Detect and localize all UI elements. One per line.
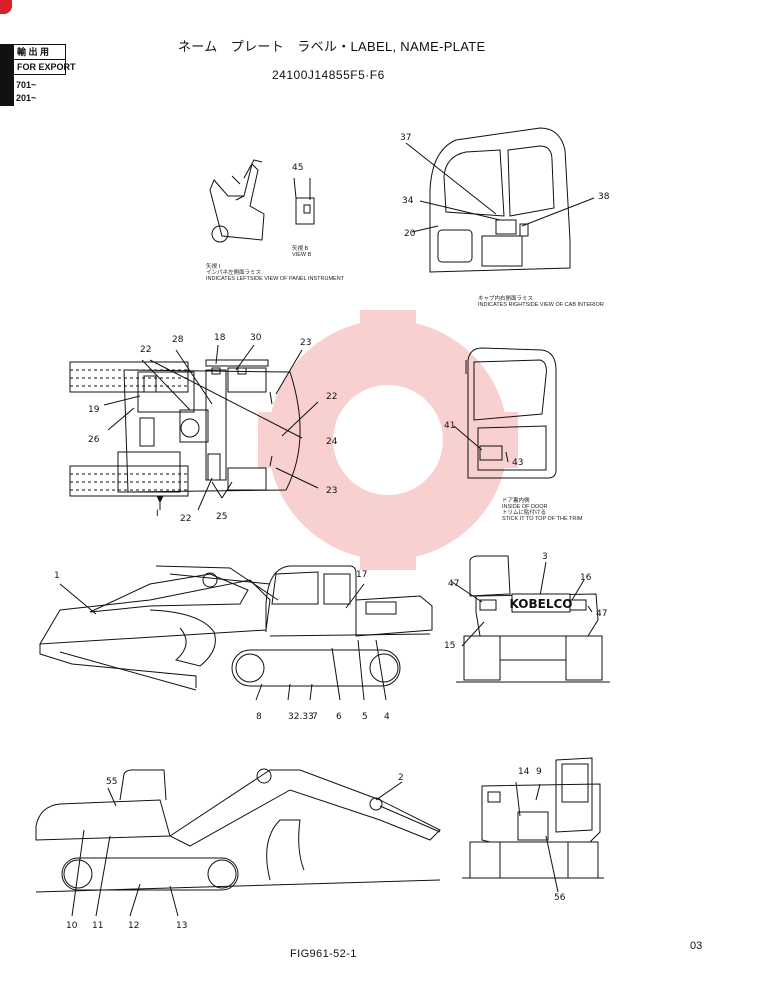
brand-plates: KOBELCO (510, 593, 573, 613)
caption-panel-view: 矢視 I インパネ左側面ラミス INDICATES LEFTSIDE VIEW … (206, 264, 344, 282)
callout-side_left-7: 4 (384, 712, 390, 722)
callout-door-0: 41 (444, 421, 455, 431)
callout-cab-3: 38 (598, 192, 610, 202)
callout-plan-3: 22 (140, 345, 151, 355)
cab-interior-view (405, 127, 595, 273)
callout-side_left-1: 17 (356, 570, 367, 580)
stamp-line-4: 201~ (16, 93, 37, 103)
callout-side_right-2: 10 (66, 921, 78, 931)
side-view-left (39, 565, 433, 701)
caption-door-line-3: トリムに貼付ける (502, 510, 547, 516)
plan-view (69, 344, 319, 511)
panel-instrument-view (209, 159, 315, 243)
caption-door-line-2: INSIDE OF DOOR (502, 504, 548, 510)
callout-plan-7: 22 (326, 392, 337, 402)
callout-door-1: 43 (512, 458, 523, 468)
rear-brand-plate (511, 593, 571, 613)
door-inside-view (453, 347, 557, 479)
stamp-line-1: 輸 出 用 (17, 47, 50, 57)
rear-view (451, 555, 610, 683)
stamp-line-3: 701~ (16, 80, 37, 90)
front-view (462, 757, 604, 893)
caption-cab-interior: キャブ内右側面ラミス INDICATES RIGHTSIDE VIEW OF C… (478, 296, 604, 308)
caption-door-line-4: STICK IT TO TOP OF THE TRIM (502, 516, 583, 522)
callout-plan-6: 26 (88, 435, 100, 445)
stamp-line-2: FOR EXPORT (1, 59, 76, 74)
corner-tab-mark (0, 0, 12, 14)
callout-side_left-0: 1 (54, 571, 60, 581)
figure-number: FIG961-52-1 (290, 948, 357, 960)
callout-side_right-3: 11 (92, 921, 103, 931)
part-code: 24100J14855F5·F6 (272, 68, 385, 82)
callout-plan-10: 22 (180, 514, 191, 524)
callout-side_left-5: 6 (336, 712, 342, 722)
callout-plan-2: 30 (250, 333, 262, 343)
caption-door: ドア裏内側 INSIDE OF DOOR トリムに貼付ける STICK IT T… (502, 498, 582, 522)
callout-rear-2: 16 (580, 573, 592, 583)
callout-plan-5: 19 (88, 405, 100, 415)
callout-side_left-2: 8 (256, 712, 262, 722)
callout-plan-12: I (156, 509, 159, 519)
callout-front-2: 56 (554, 893, 566, 903)
callout-plan-11: 25 (216, 512, 227, 522)
side-view-right (35, 768, 441, 917)
callout-side_right-5: 13 (176, 921, 187, 931)
callout-rear-1: 47 (448, 579, 459, 589)
callout-cab-1: 34 (402, 196, 414, 206)
caption-panel-line-2: インパネ左側面ラミス (206, 270, 262, 276)
caption-door-line-1: ドア裏内側 (502, 498, 530, 504)
callout-side_left-6: 5 (362, 712, 368, 722)
callout-side_right-0: 55 (106, 777, 117, 787)
callout-plan-9: 23 (326, 486, 337, 496)
callout-plan-0: 28 (172, 335, 184, 345)
caption-panel-line-3: INDICATES LEFTSIDE VIEW OF PANEL INSTRUM… (206, 276, 345, 282)
export-stamp: 輸 出 用 FOR EXPORT 701~ 201~ (0, 44, 76, 106)
callout-plan-8: 24 (326, 437, 338, 447)
callout-side_left-4: 7 (312, 712, 318, 722)
callout-cab-2: 20 (404, 229, 416, 239)
caption-view-b-line-1: 矢視 B (292, 246, 309, 252)
callout-plan-4: 23 (300, 338, 311, 348)
page-number: 03 (690, 940, 703, 952)
callout-side_right-1: 2 (398, 773, 404, 783)
callout-rear-3: 47 (596, 609, 607, 619)
callout-plan-1: 18 (214, 333, 226, 343)
callout-panel-0: 45 (292, 163, 303, 173)
callout-side_right-4: 12 (128, 921, 139, 931)
page-title: ネーム プレート ラベル・LABEL, NAME-PLATE (178, 39, 486, 54)
stamp-box: 輸 出 用 FOR EXPORT (0, 44, 76, 75)
callout-rear-0: 3 (542, 552, 548, 562)
caption-cab-line-2: INDICATES RIGHTSIDE VIEW OF CAB INTERIOR (478, 302, 604, 308)
callout-front-0: 14 (518, 767, 530, 777)
caption-cab-line-1: キャブ内右側面ラミス (478, 296, 534, 302)
watermark-gear-logo (258, 310, 518, 570)
callout-rear-4: 15 (444, 641, 455, 651)
caption-view-b: 矢視 B VIEW B (292, 246, 311, 258)
callout-cab-0: 37 (400, 133, 411, 143)
caption-panel-line-1: 矢視 I (206, 264, 221, 270)
rear-brand-text: KOBELCO (510, 597, 573, 611)
caption-view-b-line-2: VIEW B (292, 252, 312, 258)
callout-front-1: 9 (536, 767, 542, 777)
callout-side_left-3: 32.33 (288, 712, 314, 722)
